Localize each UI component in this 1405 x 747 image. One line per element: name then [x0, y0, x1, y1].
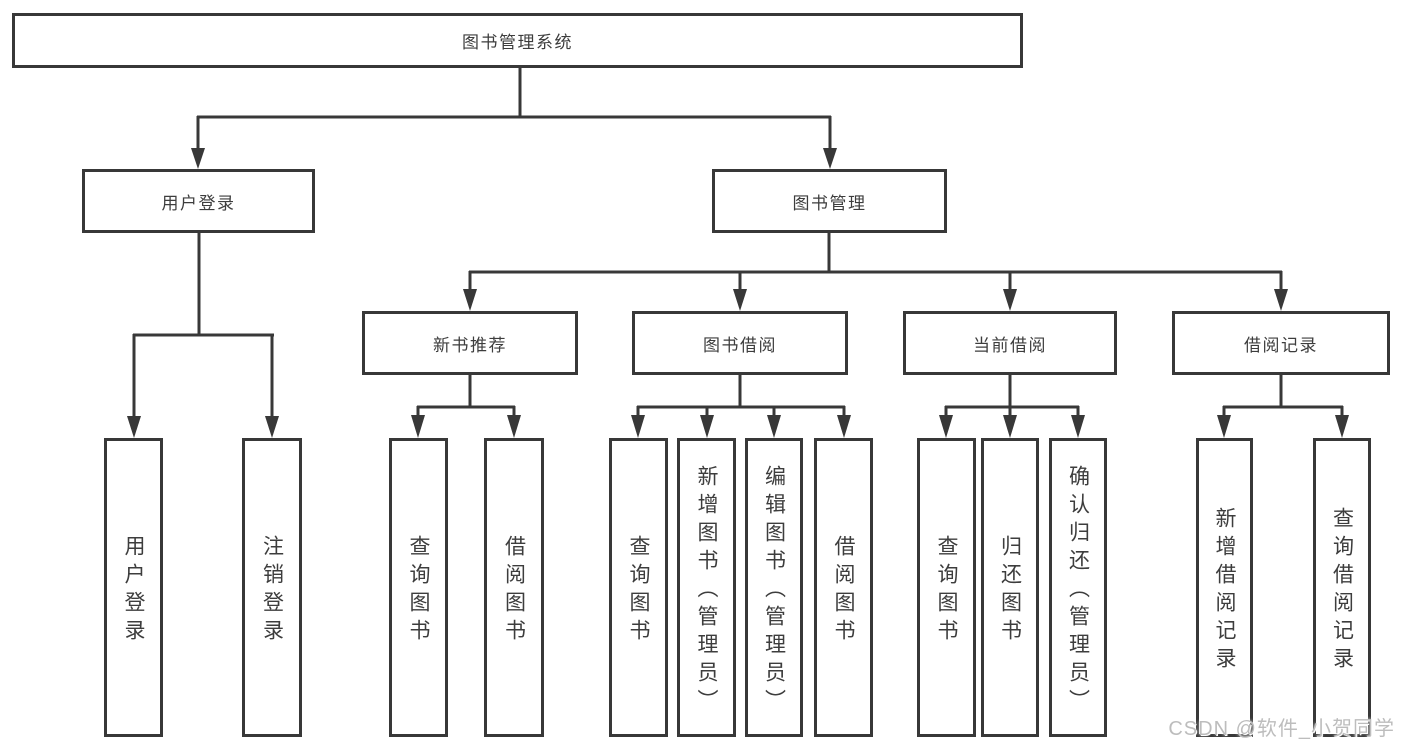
leaf-return-books: 归还图书 [981, 438, 1039, 737]
node-user-login: 用户登录 [82, 169, 315, 233]
leaf-logout: 注销登录 [242, 438, 302, 737]
node-current-borrow: 当前借阅 [903, 311, 1117, 375]
leaf-edit-books-admin: 编辑图书（管理员） [745, 438, 803, 737]
leaf-query-books-2: 查询图书 [609, 438, 668, 737]
leaf-borrow-books-1: 借阅图书 [484, 438, 544, 737]
root-connector [191, 68, 837, 169]
leaf-user-login: 用户登录 [104, 438, 163, 737]
node-library-management-system: 图书管理系统 [12, 13, 1023, 68]
book-management-connector [463, 233, 1288, 311]
leaf-borrow-books-2: 借阅图书 [814, 438, 873, 737]
csdn-watermark: CSDN @软件_小贺同学 [1168, 718, 1395, 740]
leaf-query-borrow-record: 查询借阅记录 [1313, 438, 1371, 737]
leaf-query-books-1: 查询图书 [389, 438, 448, 737]
user-login-connector [127, 233, 279, 438]
node-new-book-recommend: 新书推荐 [362, 311, 578, 375]
leaf-add-borrow-record: 新增借阅记录 [1196, 438, 1253, 737]
leaf-add-books-admin: 新增图书（管理员） [677, 438, 736, 737]
node-borrow-records: 借阅记录 [1172, 311, 1390, 375]
level3-connectors [411, 375, 1349, 438]
node-book-borrow: 图书借阅 [632, 311, 848, 375]
leaf-confirm-return-admin: 确认归还（管理员） [1049, 438, 1107, 737]
leaf-query-books-3: 查询图书 [917, 438, 976, 737]
node-book-management: 图书管理 [712, 169, 947, 233]
